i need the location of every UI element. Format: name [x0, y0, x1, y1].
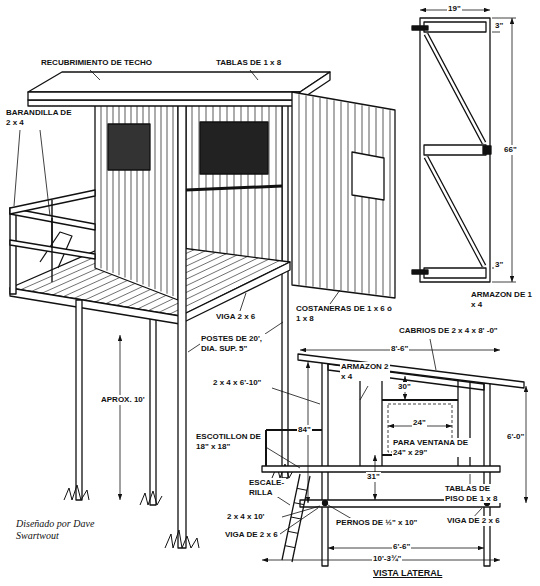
- view-title: VISTA LATERAL: [372, 568, 443, 579]
- part-label: POSTES DE 20', DIA. SUP. 5": [200, 334, 280, 353]
- railing: [10, 190, 95, 294]
- part-label: CABRIOS DE 2 x 4 x 8' -0": [398, 326, 499, 336]
- dimension-label: 8'-6": [390, 344, 409, 354]
- dimension-label: 6'-6": [392, 542, 411, 552]
- post: [76, 300, 82, 500]
- part-label: TABLAS DE PISO DE 1 x 8: [444, 484, 508, 503]
- dimension-label: APROX. 10': [100, 395, 146, 405]
- part-label: 2 x 4 x 10': [226, 512, 266, 522]
- dimension-label: 3": [494, 21, 504, 31]
- grass: [64, 464, 294, 548]
- front-wall: [95, 100, 178, 300]
- wall-window: [108, 124, 150, 170]
- part-label: 2 x 4 x 6'-10": [212, 378, 262, 388]
- part-label: ESCOTILLON DE 18" x 18": [195, 432, 265, 451]
- credit-text: Diseñado por Dave Swartwout: [15, 518, 107, 542]
- part-label: RECUBRIMIENTO DE TECHO: [40, 58, 153, 68]
- dimension-label: 3": [494, 260, 504, 270]
- part-label: VIGA DE 2 x 6: [446, 516, 501, 526]
- dimension-label: 19": [447, 4, 462, 14]
- part-label: PARA VENTANA DE 24" x 29": [392, 438, 476, 457]
- part-label: TABLAS DE 1 x 8: [215, 58, 282, 68]
- part-label: PERNOS DE ½" x 10": [335, 518, 418, 528]
- dimension-label: 30": [397, 382, 412, 392]
- window-opening: [200, 122, 268, 174]
- wall-panel: [292, 92, 395, 298]
- part-label: VIGA DE 2 x 6: [224, 530, 279, 540]
- dimension-label: 10'-3¾": [372, 554, 402, 564]
- roof: [28, 72, 330, 92]
- part-label: ESCALE-RILLA: [248, 478, 286, 497]
- panel-window: [352, 152, 384, 200]
- part-label: BARANDILLA DE 2 x 4: [5, 108, 73, 127]
- dimension-label: 6'-0": [506, 432, 525, 442]
- dimension-label: 24": [412, 418, 427, 428]
- dimension-label: 31": [366, 472, 381, 482]
- door: [412, 18, 491, 282]
- post: [178, 96, 186, 548]
- part-label: COSTANERAS DE 1 x 6 ó 1 x 8: [295, 304, 397, 323]
- part-label: ARMAZON 2 x 4: [340, 362, 390, 381]
- part-label: VIGA 2 x 6: [215, 312, 256, 322]
- post: [282, 96, 288, 478]
- dimension-label: 66": [503, 145, 518, 155]
- part-label: ARMAZON DE 1 x 4: [470, 290, 534, 309]
- side-view: [262, 354, 524, 566]
- dimension-label: 84": [297, 425, 312, 435]
